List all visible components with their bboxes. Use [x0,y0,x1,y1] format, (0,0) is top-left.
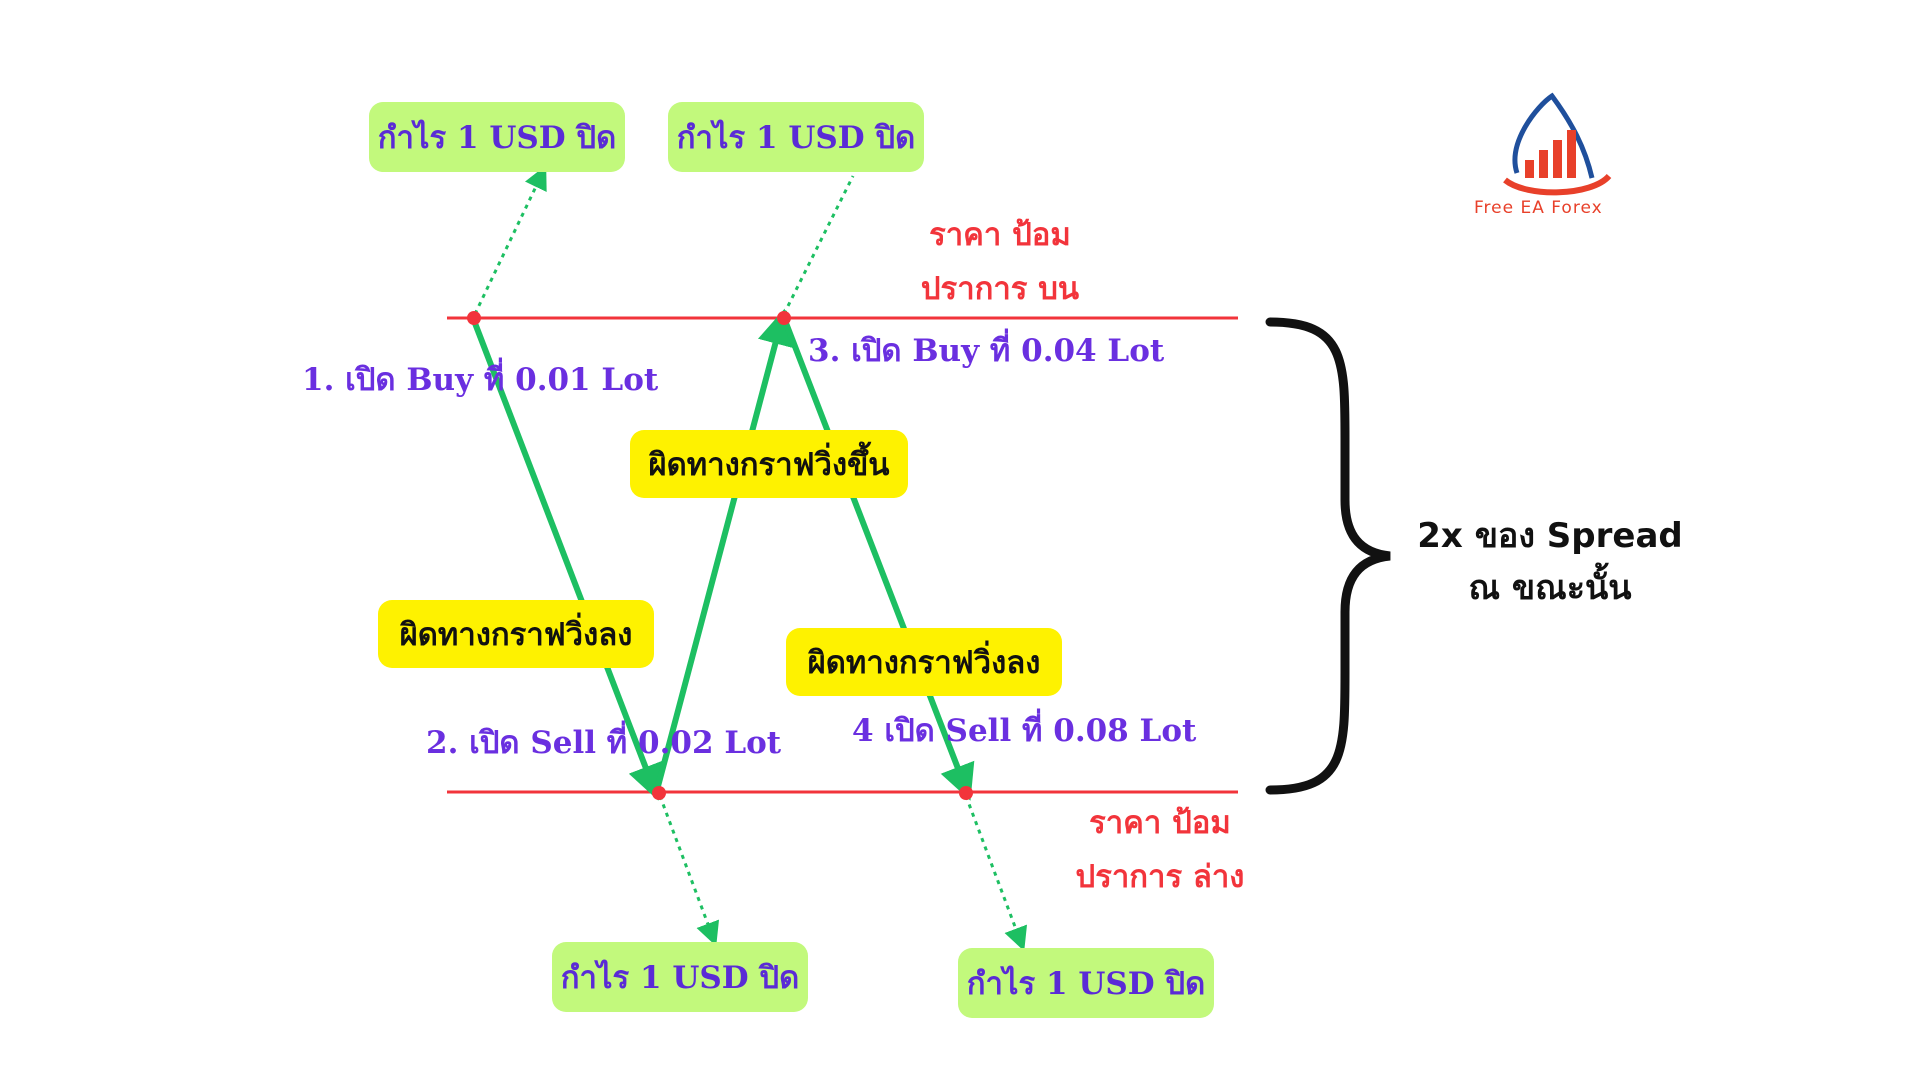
chart-bars-arc-icon [1503,92,1612,196]
profit-arrow-1 [473,165,547,315]
wrong-direction-up-box: ผิดทางกราฟวิ่งขึ้น [630,430,908,498]
profit-arrow-2 [782,175,855,315]
spread-note-line1: 2x ของ Spread [1417,516,1683,556]
profit-box-1: กำไร 1 USD ปิด [369,102,625,172]
step-1-label: 1. เปิด Buy ที่ 0.01 Lot [302,362,659,398]
upper-level-line1: ราคา ป้อม [929,217,1071,253]
arrow-buy-to-sell [470,316,663,801]
lower-level-line1: ราคา ป้อม [1089,805,1231,841]
spread-brace [1265,317,1391,795]
profit-box-3: กำไร 1 USD ปิด [552,942,808,1012]
upper-level-label: ราคา ป้อม ปราการ บน [900,208,1100,316]
spread-note-line2: ณ ขณะนั้น [1468,568,1632,608]
order-point-3 [777,311,791,325]
profit-box-4: กำไร 1 USD ปิด [958,948,1214,1018]
order-point-2 [652,786,666,800]
lower-level-label: ราคา ป้อม ปราการ ล่าง [1055,796,1265,904]
profit-arrow-3 [658,795,720,947]
wrong-direction-down-box-1: ผิดทางกราฟวิ่งลง [378,600,654,668]
spread-note: 2x ของ Spread ณ ขณะนั้น [1400,510,1700,614]
step-3-label: 3. เปิด Buy ที่ 0.04 Lot [808,333,1165,369]
profit-arrow-4 [964,795,1028,952]
step-2-label: 2. เปิด Sell ที่ 0.02 Lot [426,725,782,761]
logo-text: Free EA Forex [1474,198,1603,218]
arrow-buy-to-sell-2 [781,316,975,801]
profit-box-2: กำไร 1 USD ปิด [668,102,924,172]
arrow-sell-to-buy [654,308,793,791]
wrong-direction-down-box-2: ผิดทางกราฟวิ่งลง [786,628,1062,696]
order-point-4 [959,786,973,800]
step-4-label: 4 เปิด Sell ที่ 0.08 Lot [852,713,1197,749]
upper-level-line2: ปราการ บน [920,271,1080,307]
lower-level-line2: ปราการ ล่าง [1075,859,1245,895]
order-point-1 [467,311,481,325]
